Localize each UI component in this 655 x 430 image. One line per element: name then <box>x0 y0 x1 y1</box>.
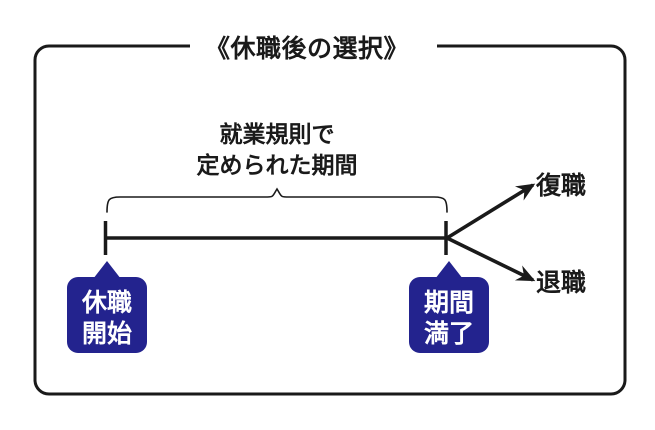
arrow-to-resignation <box>446 236 536 282</box>
start-marker-box <box>67 277 147 353</box>
outer-frame <box>33 44 627 396</box>
diagram-title: 《休職後の選択》 <box>205 34 409 63</box>
brace-path <box>106 187 448 213</box>
end-marker-callout: 期間 満了 <box>409 261 489 353</box>
outcome-label-resignation: 退職 <box>536 268 586 297</box>
outcome-label-return-to-work: 復職 <box>535 171 586 200</box>
end-marker-line1: 期間 <box>424 288 474 317</box>
start-marker-line1: 休職 <box>81 288 132 317</box>
period-label-line2: 定められた期間 <box>197 152 358 179</box>
start-marker-line2: 開始 <box>82 319 132 348</box>
period-label-line1: 就業規則で <box>220 121 335 148</box>
start-marker-callout: 休職 開始 <box>67 261 147 353</box>
period-brace <box>106 187 448 213</box>
end-marker-box <box>409 277 489 353</box>
end-marker-pointer <box>435 261 463 279</box>
arrow-to-return-to-work <box>446 183 536 240</box>
timeline-axis <box>103 221 448 255</box>
frame-outline <box>33 44 627 396</box>
end-marker-line2: 満了 <box>424 319 474 348</box>
period-label: 就業規則で 定められた期間 <box>197 121 358 179</box>
outcome-arrows <box>446 183 536 282</box>
start-marker-pointer <box>93 261 121 279</box>
